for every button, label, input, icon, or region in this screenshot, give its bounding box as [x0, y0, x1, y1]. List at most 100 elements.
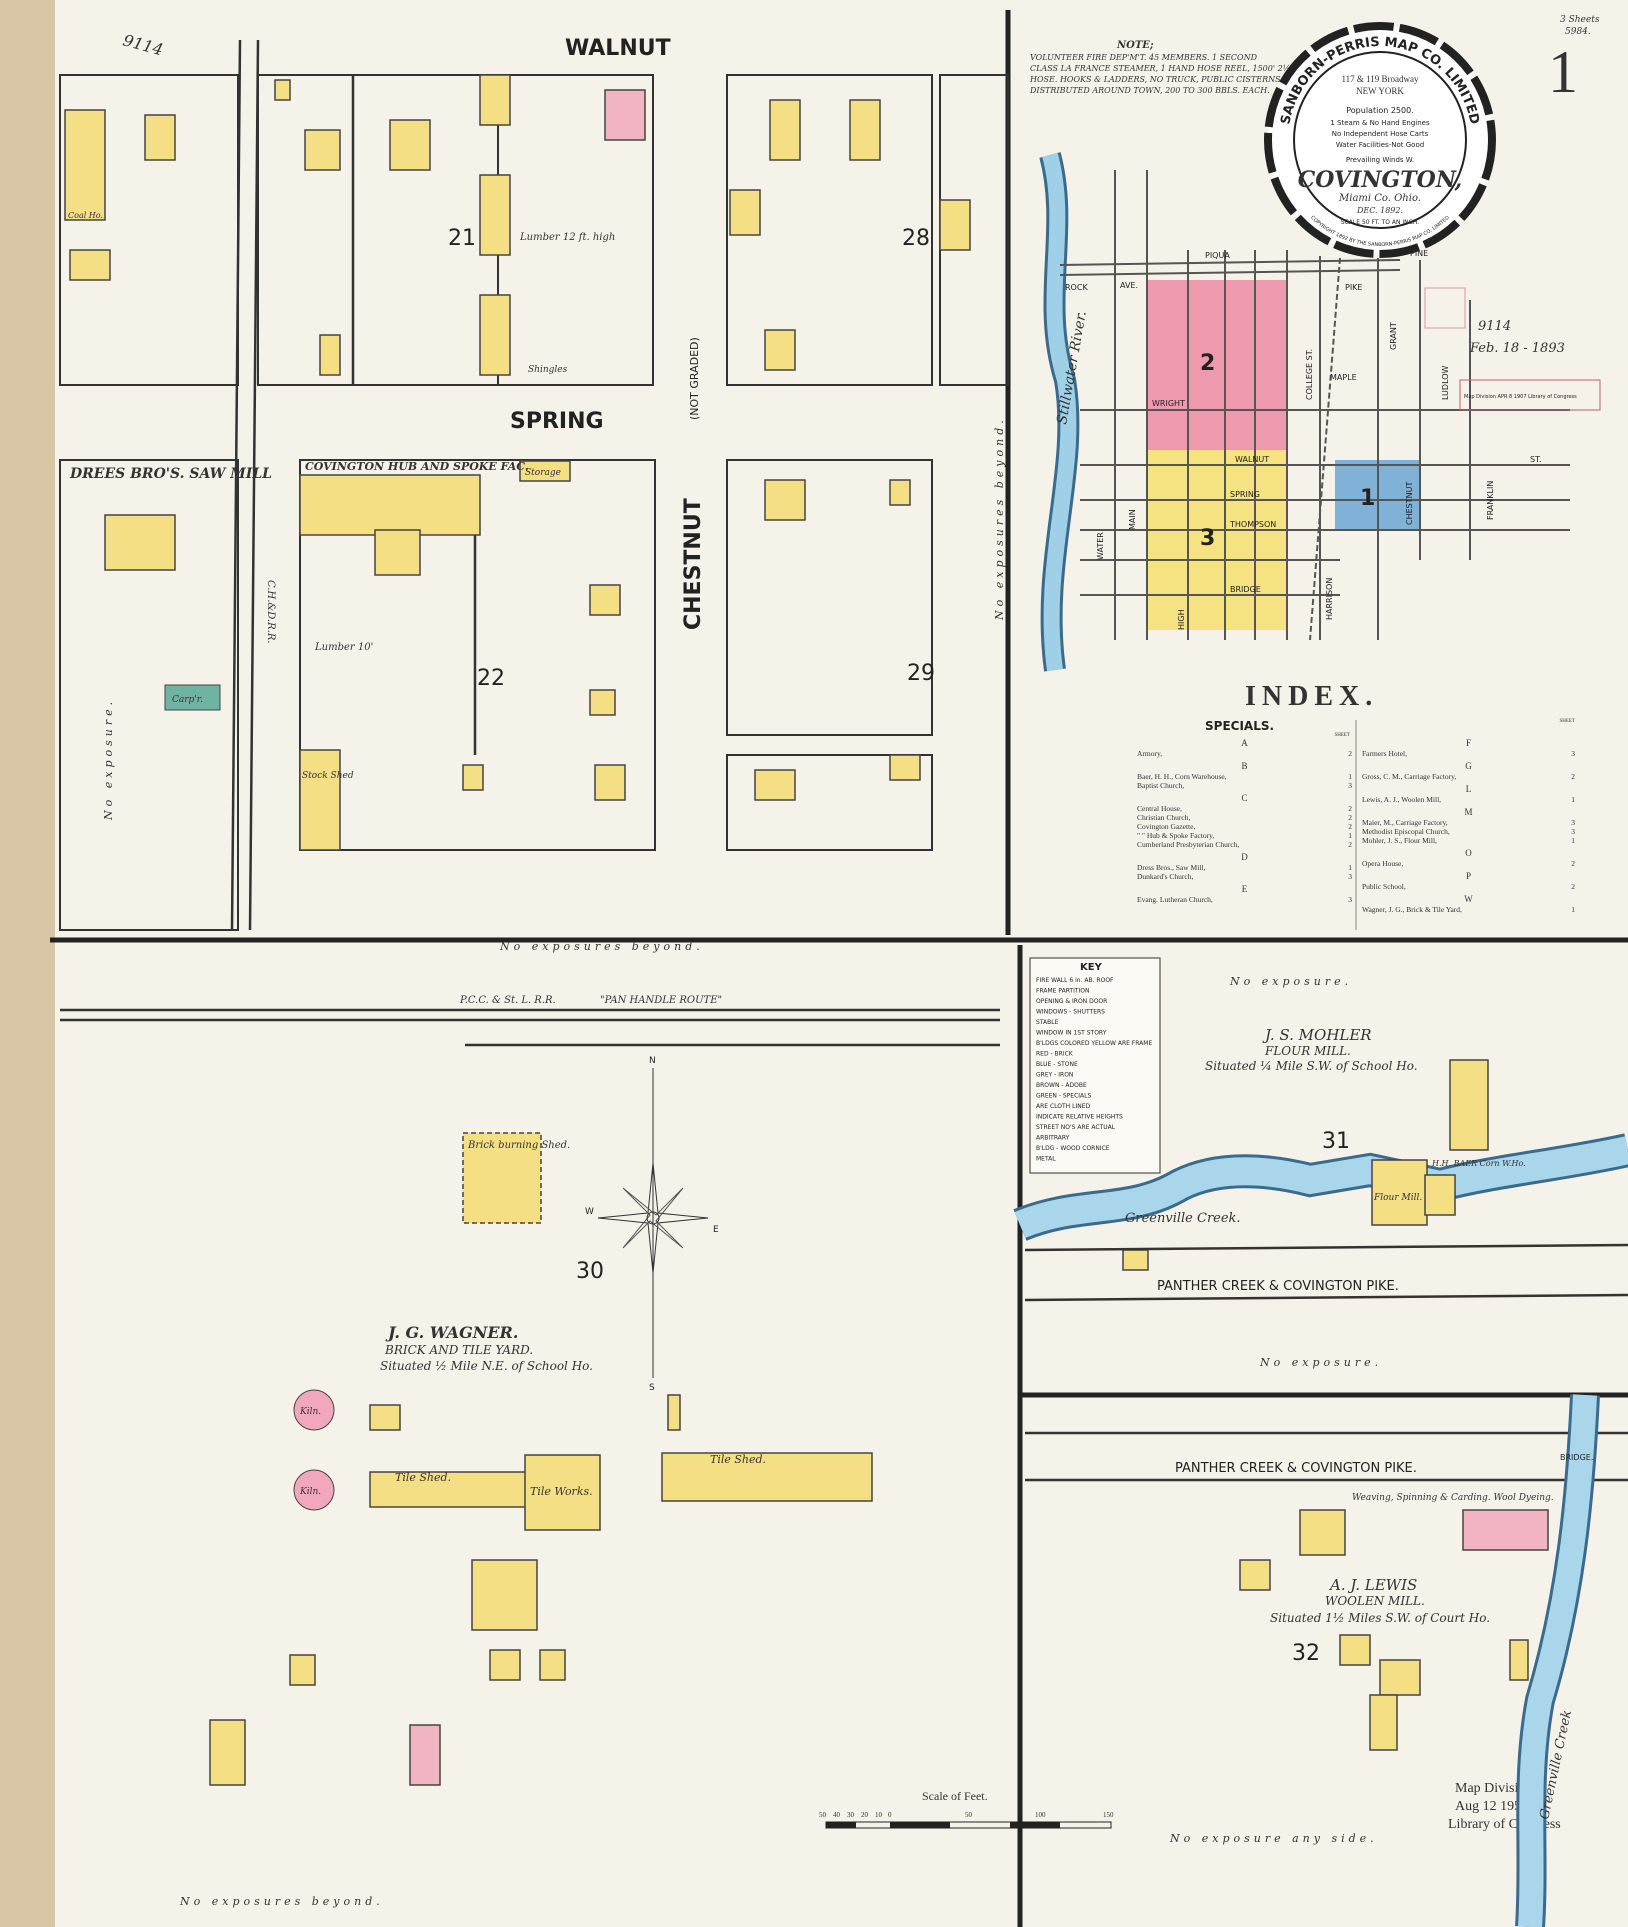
index-entry: Armory,	[1137, 749, 1162, 758]
index-entry: Mohler, J. S., Flour Mill,	[1362, 836, 1437, 845]
panther-pike-label: PANTHER CREEK & COVINGTON PIKE.	[1157, 1279, 1399, 1294]
scale-tick: 150	[1103, 1811, 1114, 1819]
key-row: GREY - IRON	[1036, 1072, 1073, 1079]
index-entry: Cumberland Presbyterian Church,	[1137, 840, 1239, 849]
pcc-rr-label: P.C.C. & St. L. R.R.	[459, 995, 556, 1006]
stamp-line: Map Division	[1455, 1781, 1532, 1796]
index-entry: Wagner, J. G., Brick & Tile Yard,	[1362, 905, 1462, 914]
keymap-street: COLLEGE ST.	[1305, 349, 1314, 400]
scale-tick: 30	[847, 1811, 855, 1819]
key-title: KEY	[1080, 962, 1103, 973]
sheets-note: 3 Sheets	[1560, 15, 1600, 25]
tile-shed-label: Tile Shed.	[395, 1471, 451, 1484]
key-row: INDICATE RELATIVE HEIGHTS	[1036, 1114, 1123, 1121]
keymap-street: PIQUA	[1205, 251, 1230, 260]
mohler-location: Situated ¼ Mile S.W. of School Ho.	[1205, 1059, 1418, 1073]
index-letter: W	[1464, 894, 1473, 904]
key-row: BLUE - STONE	[1036, 1061, 1078, 1068]
population: Population 2500.	[1346, 106, 1413, 115]
note-line: HOSE. HOOKS & LADDERS, NO TRUCK, PUBLIC …	[1029, 75, 1281, 84]
index-sheet: 1	[1571, 836, 1575, 845]
index-letter: G	[1465, 761, 1472, 771]
scale-tick: 100	[1035, 1811, 1046, 1819]
key-row: RED - BRICK	[1036, 1051, 1074, 1058]
key-row: OPENING & IRON DOOR	[1036, 998, 1107, 1005]
block-number: 30	[576, 1259, 604, 1284]
flour-mill-label: Flour Mill.	[1373, 1193, 1422, 1203]
keymap-street: THOMPSON	[1229, 520, 1276, 529]
note-heading: NOTE;	[1116, 40, 1154, 51]
keymap-street: ST.	[1530, 455, 1542, 464]
section-3-label: 3	[1200, 526, 1215, 551]
block-number: 31	[1322, 1129, 1350, 1154]
keymap-street-chestnut: CHESTNUT	[1405, 482, 1414, 525]
scale-bar: Scale of Feet. 50 40 30 20 10 0 50 100 1…	[819, 1789, 1114, 1829]
keymap-street-main: MAIN	[1128, 509, 1137, 530]
street-label-chestnut: CHESTNUT	[681, 498, 706, 630]
kiln-label: Kiln.	[299, 1407, 321, 1417]
town-name: COVINGTON,	[1298, 167, 1462, 193]
index-sheet-header: SHEET	[1334, 733, 1350, 738]
wagner-location: Situated ½ Mile N.E. of School Ho.	[380, 1359, 593, 1373]
specials-heading: SPECIALS.	[1205, 719, 1274, 733]
index-entry: Central House,	[1137, 804, 1182, 813]
index-letter: D	[1241, 852, 1248, 862]
note-line: CLASS LA FRANCE STEAMER, 1 HAND HOSE REE…	[1030, 64, 1294, 73]
index-sheet: 3	[1571, 818, 1575, 827]
keymap-street: MAPLE	[1330, 373, 1357, 382]
drees-saw-mill-label: DREES BRO'S. SAW MILL	[69, 466, 272, 482]
index-sheet: 2	[1348, 822, 1352, 831]
engines: 1 Steam & No Hand Engines	[1330, 119, 1430, 127]
index-entry: Covington Gazette,	[1137, 822, 1195, 831]
lc-stamp-1907: Map Division APR 8 1907 Library of Congr…	[1464, 394, 1577, 400]
lewis-mill	[1239, 1509, 1549, 1751]
exposure-bottom: No exposures beyond.	[179, 1895, 384, 1908]
stamp-line: Aug 12 1958	[1455, 1799, 1528, 1814]
keymap-street-high: HIGH	[1177, 609, 1186, 630]
compass-w: W	[585, 1207, 594, 1217]
note-line: DISTRIBUTED AROUND TOWN, 200 TO 300 BBLS…	[1029, 86, 1270, 95]
compass-s: S	[649, 1383, 655, 1393]
scale-title: Scale of Feet.	[922, 1789, 988, 1803]
key-row: FRAME PARTITION	[1036, 988, 1090, 995]
compass-e: E	[713, 1225, 719, 1235]
publisher-address: 117 & 119 Broadway	[1341, 74, 1419, 84]
carpenter-label: Carp'r.	[172, 695, 203, 705]
index-sheet: 2	[1348, 749, 1352, 758]
tile-shed-label-2: Tile Shed.	[710, 1453, 766, 1466]
key-row: B'LDGS COLORED YELLOW ARE FRAME	[1036, 1040, 1152, 1047]
index-sheet: 3	[1348, 872, 1352, 881]
index-sheet: 2	[1571, 772, 1575, 781]
map-scale: SCALE 50 FT. TO AN INCH.	[1341, 219, 1419, 226]
index-letter: A	[1241, 738, 1248, 748]
coal-house-label: Coal Ho.	[68, 211, 103, 220]
keymap-street: BRIDGE	[1230, 585, 1261, 594]
county: Miami Co. Ohio.	[1338, 193, 1421, 204]
street-label-walnut: WALNUT	[565, 36, 671, 61]
scale-tick: 50	[965, 1811, 973, 1819]
index-entry: Dress Bros., Saw Mill,	[1137, 863, 1205, 872]
block-numbers: 21 28 22 29 30 31 32	[448, 226, 1350, 1666]
binding-strip	[0, 0, 55, 1927]
receipt-stamp: 9114 Feb. 18 - 1893 Map Division APR 8 1…	[1424, 287, 1601, 411]
buildings	[64, 74, 971, 851]
sheet-code: 5984.	[1565, 27, 1591, 37]
index-entry: Gross, C. M., Carriage Factory,	[1362, 772, 1456, 781]
index-letter: L	[1466, 784, 1472, 794]
scale-tick: 40	[833, 1811, 841, 1819]
index-entry: Christian Church,	[1137, 813, 1190, 822]
index-sheet: 2	[1571, 859, 1575, 868]
railroad-label: C.H.&D.R.R.	[265, 580, 276, 644]
index-entry: Maier, M., Carriage Factory,	[1362, 818, 1448, 827]
index-sheet: 1	[1348, 831, 1352, 840]
fire-dept-note: NOTE; VOLUNTEER FIRE DEP'M'T. 45 MEMBERS…	[1029, 40, 1294, 95]
key-row: B'LDG - WOOD CORNICE	[1036, 1145, 1110, 1152]
index-entry: " " Hub & Spoke Factory,	[1137, 831, 1214, 840]
index-sheet: 2	[1348, 804, 1352, 813]
keymap-street-harrison: HARRISON	[1325, 578, 1334, 620]
keymap-street-water: WATER	[1096, 532, 1105, 560]
key-row: WINDOWS - SHUTTERS	[1036, 1009, 1105, 1016]
